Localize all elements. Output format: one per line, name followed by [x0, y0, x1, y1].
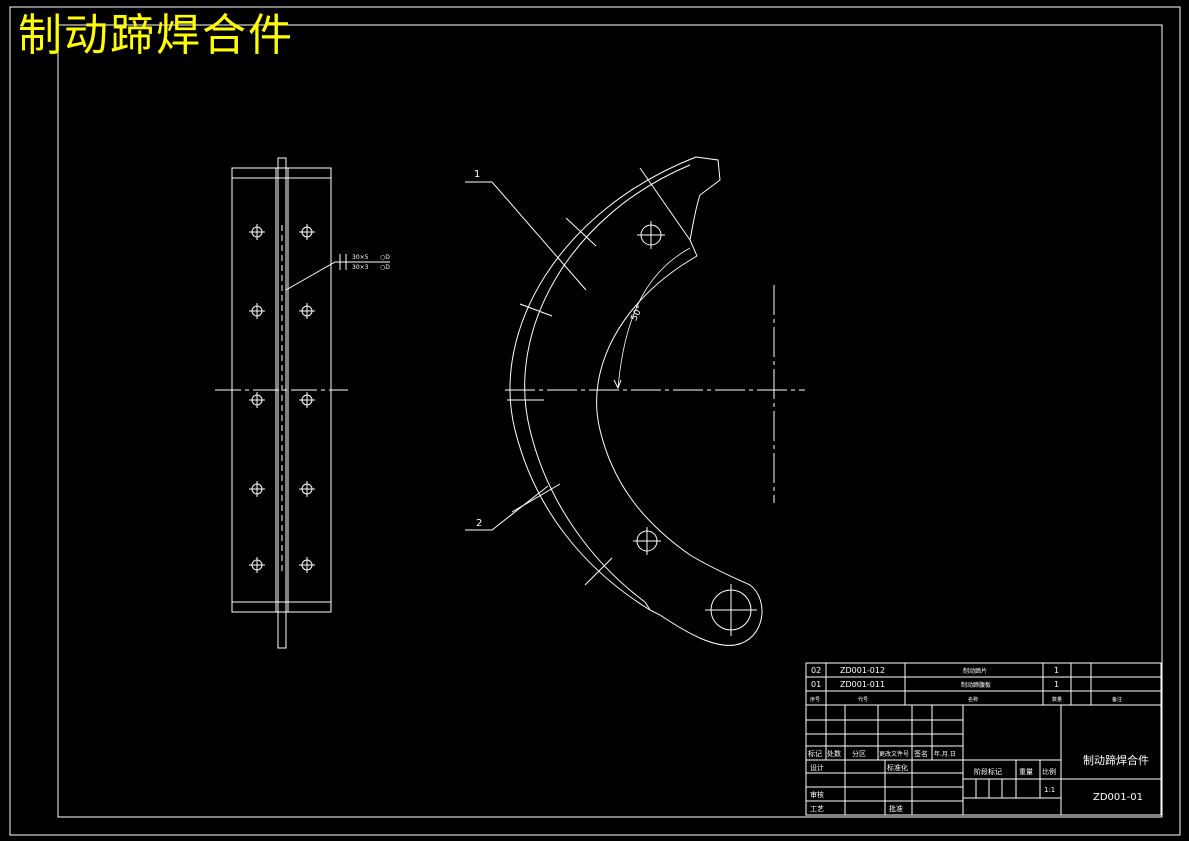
tb-label-mark: 标记	[808, 749, 822, 758]
title-block	[805, 704, 1162, 816]
parts-row-1-qty: 1	[1054, 666, 1059, 675]
tb-label-zone: 分区	[852, 749, 866, 758]
parts-header-code: 代号	[858, 696, 868, 703]
parts-list	[805, 662, 1162, 706]
outer-frame	[9, 6, 1181, 836]
weld-symbol-right-bottom: ○D	[380, 264, 390, 271]
tb-label-date: 年.月.日	[934, 750, 956, 758]
inner-frame	[57, 24, 1163, 818]
parts-header-qty: 数量	[1052, 696, 1062, 703]
tb-label-change-doc: 更改文件号	[879, 750, 909, 758]
callout-part-1: 1	[474, 169, 480, 180]
tb-drawing-title: 制动蹄焊合件	[1083, 753, 1149, 767]
tb-design: 设计	[810, 763, 824, 772]
angle-dimension: 50°	[629, 304, 645, 323]
callout-part-2: 2	[476, 518, 482, 529]
parts-row-2-no: 01	[811, 680, 821, 689]
tb-label-sign: 签名	[914, 749, 928, 758]
parts-row-2-qty: 1	[1054, 680, 1059, 689]
parts-header-no: 序号	[810, 696, 820, 703]
tb-scale-label: 比例	[1042, 767, 1056, 776]
side-view	[215, 157, 390, 649]
pivot-hole	[705, 584, 757, 636]
weld-symbol-bottom: 30×3	[352, 264, 369, 271]
tb-weight: 重量	[1019, 768, 1033, 776]
web-inner-arc	[596, 255, 698, 556]
parts-header-name: 名称	[968, 696, 978, 703]
tb-stage-mark: 阶段标记	[974, 767, 1002, 776]
tb-scale-value: 1:1	[1044, 786, 1055, 794]
tb-standardize: 标准化	[887, 763, 908, 772]
parts-header-remark: 备注	[1112, 696, 1122, 703]
parts-row-1-code: ZD001-012	[840, 666, 885, 675]
leader-2	[465, 485, 549, 531]
weld-symbol-top: 30×5	[352, 254, 369, 261]
weld-leader	[285, 261, 372, 291]
bolt-holes	[249, 224, 315, 573]
lining-inner-arc	[524, 164, 691, 603]
parts-row-2-name: 制动蹄腹板	[961, 681, 991, 689]
front-view	[465, 156, 805, 646]
web-hole-top	[637, 221, 665, 249]
parts-row-1-no: 02	[811, 666, 821, 675]
tb-label-count: 处数	[827, 749, 841, 758]
tb-review: 审核	[810, 790, 824, 799]
tb-process: 工艺	[810, 805, 824, 813]
web-top-end	[689, 156, 721, 257]
parts-row-2-code: ZD001-011	[840, 680, 885, 689]
tb-approve: 批准	[889, 804, 903, 813]
web-bottom-lug	[649, 554, 763, 646]
tb-drawing-number: ZD001-01	[1093, 792, 1143, 803]
weld-symbol-right-top: ○D	[380, 254, 390, 261]
web-hole-bottom	[633, 527, 661, 555]
leader-1	[465, 181, 587, 291]
drawing-title-banner: 制动蹄焊合件	[18, 10, 294, 61]
parts-row-1-name: 制动蹄片	[963, 667, 987, 675]
lining-outer-arc	[509, 156, 697, 611]
